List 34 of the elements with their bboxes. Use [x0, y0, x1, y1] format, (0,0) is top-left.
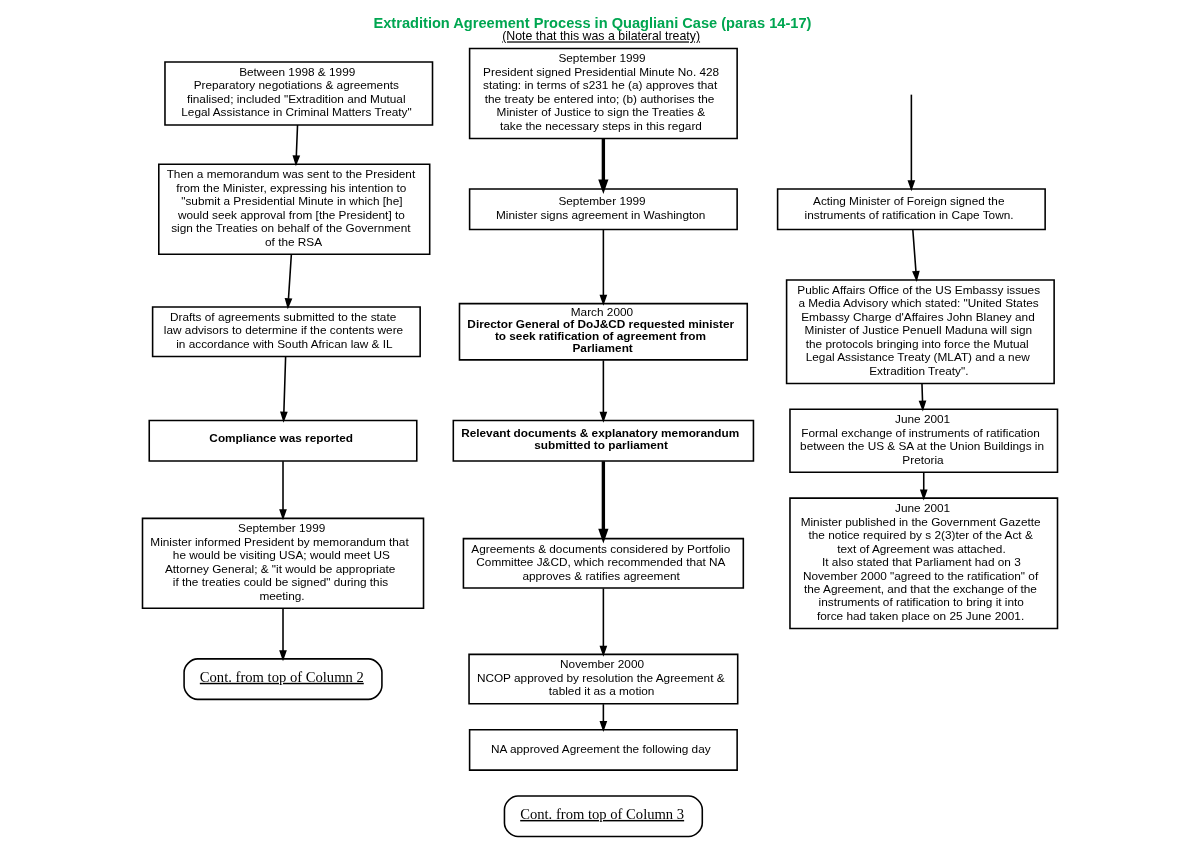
arrow: [599, 228, 608, 306]
node-box: November 2000 NCOP approved by resolution the Agreement & tabled it as a motion: [468, 653, 739, 705]
arrow: [599, 587, 608, 657]
node-box: Cont. from top of Column 3: [503, 795, 704, 838]
arrow: [907, 93, 916, 192]
node-box: September 1999 Minister signs agreement in Washington: [468, 188, 738, 231]
node-box: Acting Minister of Foreign signed the instruments of ratification in Cape Town.: [776, 188, 1046, 231]
node-box: Public Affairs Office of the US Embassy issues a Media Advisory which stated: "United States Embassy Charge d'Affaires John Blaney and Minister of Justice Penuell Maduna will sign the protocols bringing into force the Mutual Legal Assistance Treaty (MLAT) and a new Extradition Treaty".: [785, 279, 1055, 385]
node-box: Compliance was reported: [148, 419, 418, 462]
node-box: Between 1998 & 1999 Preparatory negotiations & agreements finalised; included "Extradition and Mutual Legal Assistance in Criminal Matters Treaty": [164, 61, 434, 126]
diagram-title: Extradition Agreement Process in Quagliani Case (paras 14-17): [373, 14, 812, 31]
node-box: September 1999 President signed Presidential Minute No. 428 stating: in terms of s231 he (a) approves that the treaty be entered into; (b) authorises the Minister of Justice to sign the Treaties & take the necessary steps in this regard: [468, 47, 738, 140]
node-box: Drafts of agreements submitted to the state law advisors to determine if the contents were in accordance with South African law & IL: [151, 306, 421, 358]
arrow: [919, 471, 928, 501]
node-box: March 2000 Director General of DoJ&CD requested minister to seek ratification of agreement from Parliament: [458, 302, 749, 361]
arrow: [598, 138, 609, 195]
caption: (Note that this was a bilateral treaty): [502, 29, 701, 44]
node-box: Relevant documents & explanatory memorandum submitted to parliament: [452, 419, 755, 462]
node-box: Then a memorandum was sent to the President from the Minister, expressing his intention to "submit a Presidential Minute in which [he] would seek approval from [the President] to sign the Treaties on behalf of the Government of the RSA: [158, 163, 431, 255]
arrow: [912, 228, 920, 283]
node-box: NA approved Agreement the following day: [468, 728, 738, 771]
node-box: Cont. from top of Column 2: [183, 658, 383, 701]
node-box: June 2001 Formal exchange of instruments of ratification between the US & SA at the Union Buildings in Pretoria: [789, 408, 1059, 474]
arrow: [284, 253, 293, 310]
arrow: [292, 124, 301, 167]
node-box: September 1999 Minister informed President by memorandum that he would be visiting USA; would meet US Attorney General; & "it would be appropriate if the treaties could be signed" during this meeting.: [141, 517, 425, 610]
arrow: [279, 607, 287, 662]
arrow: [599, 359, 608, 423]
arrow: [280, 355, 288, 423]
arrow: [598, 461, 609, 544]
arrow: [279, 460, 287, 521]
node-box: Agreements & documents considered by Portfolio Committee J&CD, which recommended that NA approves & ratifies agreement: [462, 537, 745, 589]
arrow: [918, 383, 927, 412]
node-box: June 2001 Minister published in the Government Gazette the notice required by s 2(3)ter of the Act & text of Agreement was attached. It also stated that Parliament had on 3 November 2000 "agreed to the ratification" of the Agreement, and that the exchange of the instruments of ratification to bring it into force had taken place on 25 June 2001.: [789, 497, 1059, 630]
